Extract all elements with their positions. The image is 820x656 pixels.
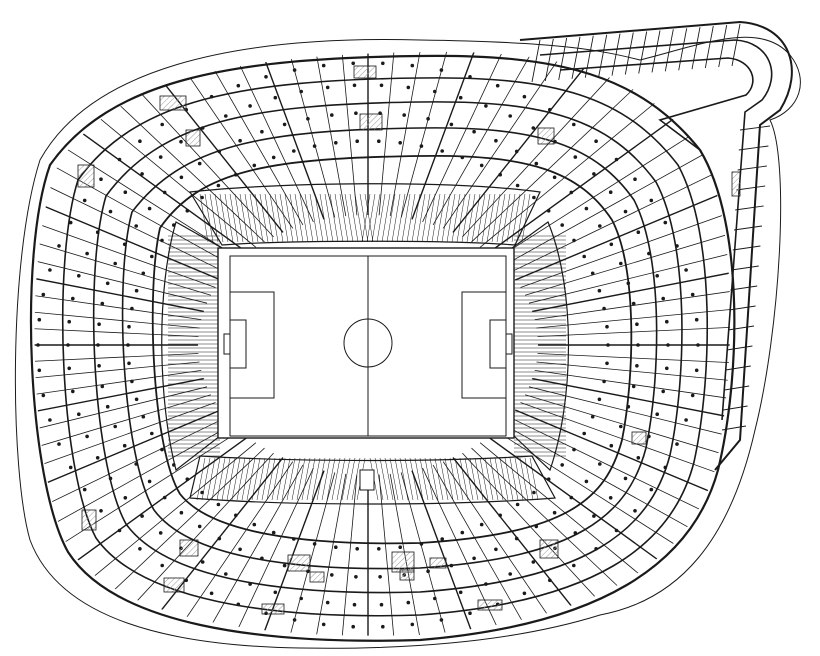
inner-seating-edge [151, 154, 633, 545]
outer-concourse-ring [29, 54, 736, 642]
north-stand [189, 183, 541, 246]
goal-right [505, 333, 513, 355]
site-outline [14, 36, 801, 649]
stair-core-icon [77, 65, 741, 615]
wing-grid-lines [531, 23, 771, 431]
north-east-wing [519, 20, 793, 471]
radial-grid-lines [34, 51, 731, 636]
ring-3 [92, 101, 683, 594]
goal-left [223, 333, 231, 355]
west-stand [161, 221, 223, 472]
ring-4 [121, 127, 658, 570]
east-stand [511, 221, 570, 472]
tunnel [359, 469, 375, 491]
south-stand [189, 455, 556, 505]
pitch-perimeter [217, 247, 515, 439]
pitch [217, 247, 515, 491]
ring-2 [61, 77, 709, 617]
bowl-ring-group [29, 54, 736, 642]
centre-circle [343, 318, 393, 368]
column-dot-icon [36, 61, 700, 629]
